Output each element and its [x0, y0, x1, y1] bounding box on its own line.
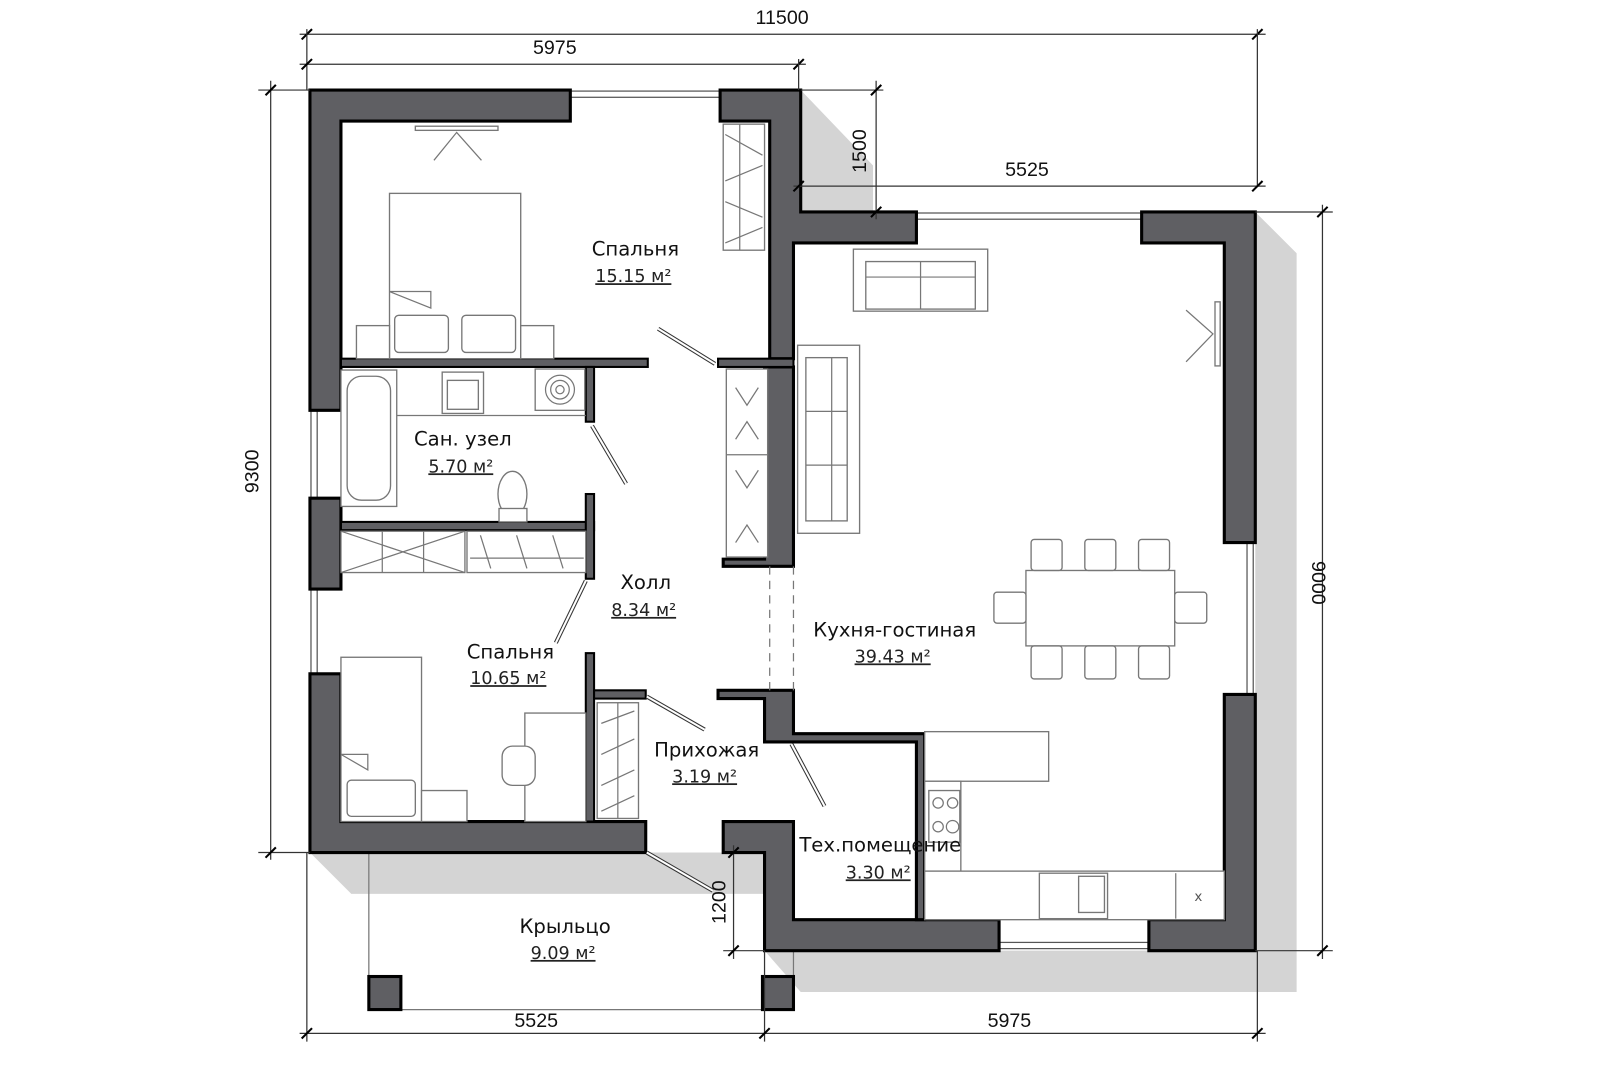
room-labels: Спальня 15.15 м² Сан. узел 5.70 м² Холл …: [414, 237, 976, 964]
room-name: Прихожая: [654, 738, 759, 761]
room-bathroom: Сан. узел 5.70 м²: [414, 427, 512, 477]
dim-top-right-width: 5525: [1005, 159, 1049, 181]
svg-text:x: x: [1194, 890, 1202, 905]
bedroom2-wardrobe: [340, 530, 587, 574]
dim-bottom-right-width: 5975: [988, 1010, 1032, 1032]
building-shadow: [309, 90, 1297, 993]
sofa-side: [796, 344, 861, 534]
washing-machine: [534, 368, 586, 412]
room-name: Спальня: [592, 237, 679, 260]
room-area: 5.70 м²: [428, 457, 493, 477]
entry-wardrobe: [596, 702, 640, 820]
room-area: 39.43 м²: [855, 647, 931, 667]
tv-icon: [414, 125, 499, 161]
doors: [553, 326, 827, 893]
porch-column: [760, 974, 796, 1012]
hall-wardrobe: [725, 368, 769, 558]
dim-porch-depth: 1200: [708, 880, 730, 924]
porch-column: [367, 974, 403, 1012]
dim-height-left: 9300: [241, 449, 263, 493]
sink: [441, 371, 485, 415]
toilet: [497, 470, 528, 523]
bathtub: [340, 369, 398, 508]
desk-with-chair: [501, 712, 587, 823]
room-entrance: Прихожая 3.19 м²: [654, 738, 759, 787]
single-bed: [340, 656, 468, 823]
room-area: 3.30 м²: [846, 863, 911, 883]
room-name: Спальня: [467, 640, 554, 663]
room-area: 3.19 м²: [672, 767, 737, 787]
room-name: Сан. узел: [414, 427, 512, 450]
dim-offset-height: 1500: [849, 129, 871, 173]
dim-total-width: 11500: [756, 7, 809, 29]
room-area: 15.15 м²: [595, 267, 671, 287]
dim-bottom-left-width: 5525: [514, 1010, 558, 1032]
room-name: Крыльцо: [519, 915, 610, 938]
room-name: Кухня-гостиная: [813, 619, 976, 642]
porch: [367, 852, 796, 1012]
room-area: 8.34 м²: [611, 601, 676, 621]
kitchen: x: [924, 730, 1225, 921]
room-area: 10.65 м²: [470, 669, 546, 689]
room-utility: Тех.помещение 3.30 м²: [798, 833, 961, 883]
room-name: Холл: [620, 571, 671, 594]
dim-top-left-width: 5975: [533, 37, 577, 59]
sofa-top: [852, 248, 989, 312]
tv-icon-living: [1185, 301, 1221, 367]
room-porch: Крыльцо 9.09 м²: [519, 915, 610, 964]
room-bedroom-1: Спальня 15.15 м²: [592, 237, 679, 287]
room-hall: Холл 8.34 м²: [611, 571, 676, 621]
interior-walls: [339, 357, 927, 922]
room-bedroom-2: Спальня 10.65 м²: [467, 640, 554, 689]
furniture: x: [340, 123, 1225, 921]
dimension-lines: 11500 5975 5525 1500 9300 9000 1200 5525…: [241, 7, 1333, 1042]
dim-height-right: 9000: [1307, 561, 1329, 605]
room-name: Тех.помещение: [798, 833, 961, 856]
room-area: 9.09 м²: [531, 944, 596, 964]
room-kitchen-living: Кухня-гостиная 39.43 м²: [813, 619, 976, 668]
dining-table: [993, 538, 1208, 680]
double-bed: [355, 192, 555, 360]
wardrobe: [722, 123, 766, 251]
